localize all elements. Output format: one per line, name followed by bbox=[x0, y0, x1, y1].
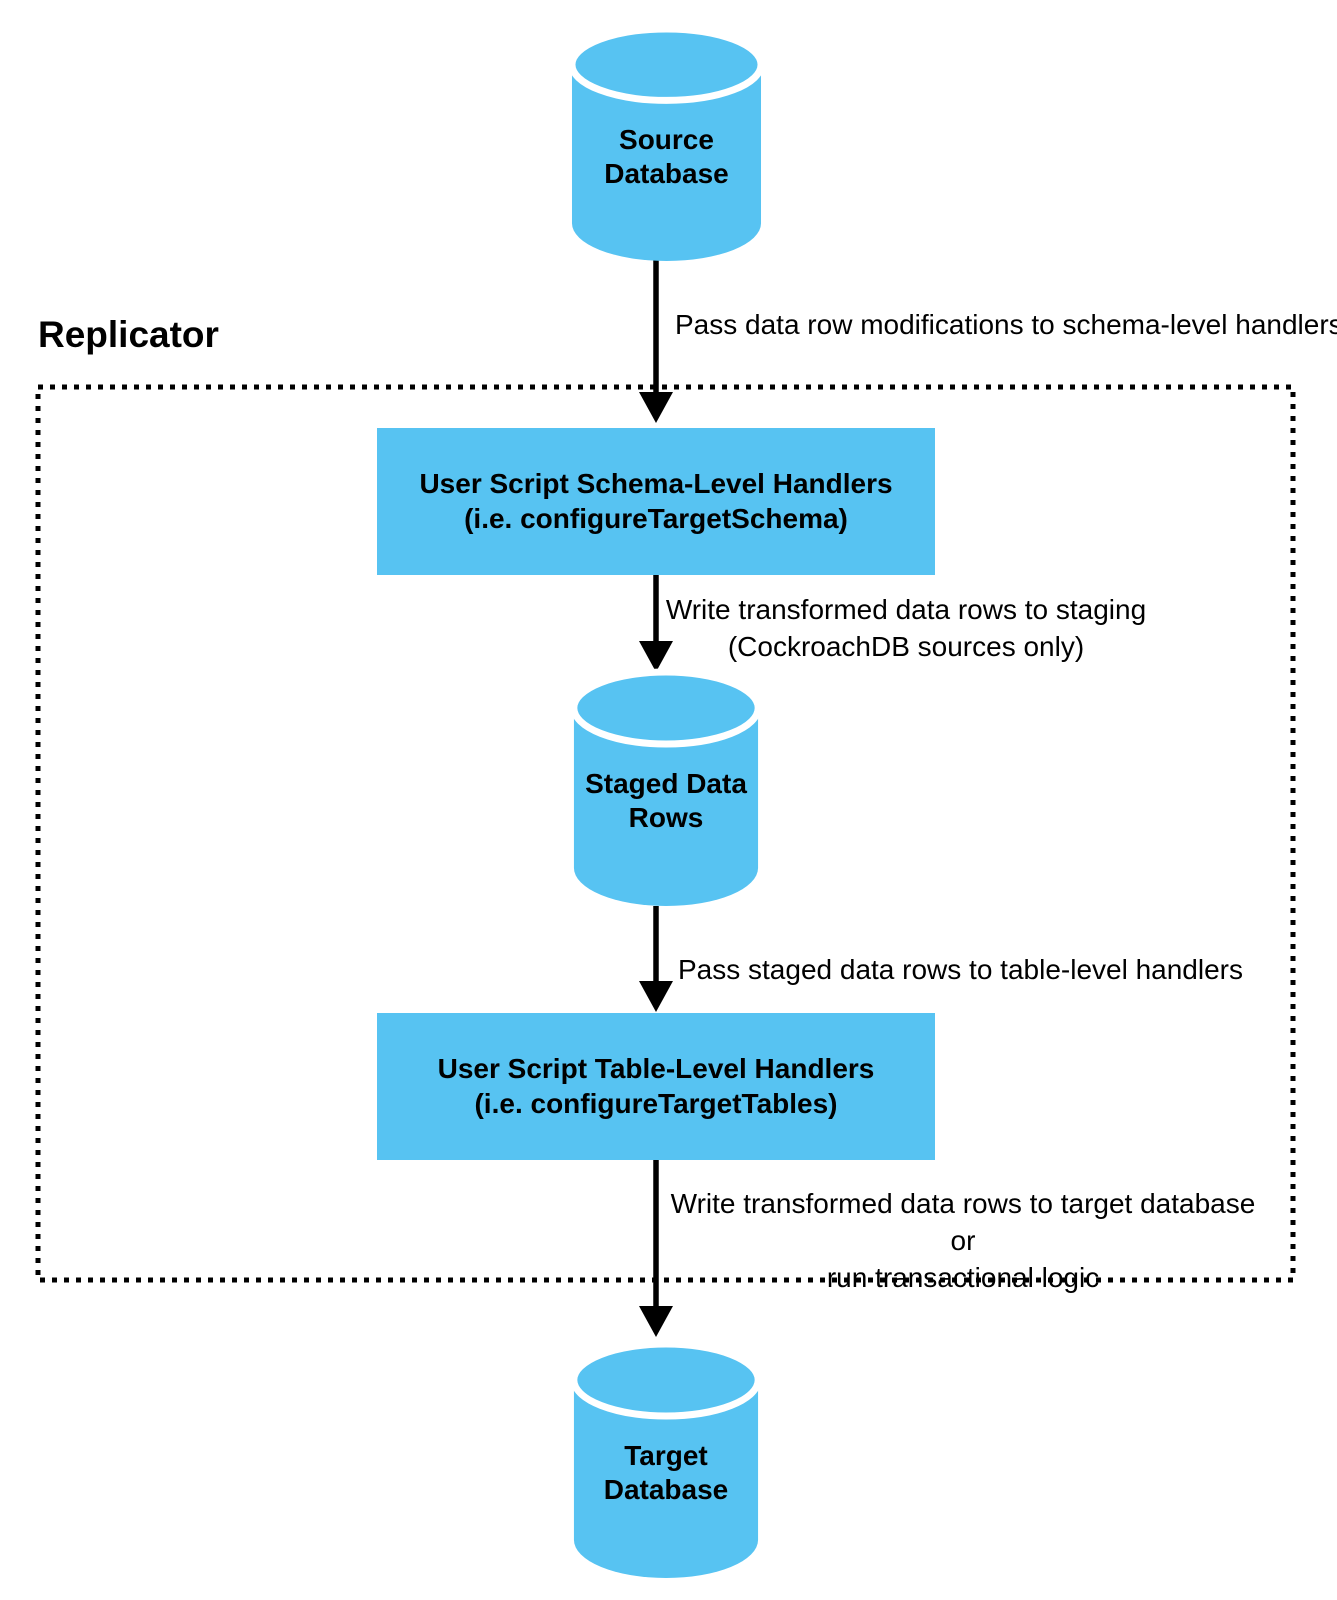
edge-label-to-staging-line2: (CockroachDB sources only) bbox=[727, 630, 1085, 662]
database-cylinder-icon bbox=[572, 668, 760, 906]
target-database-label: Target Database bbox=[572, 1340, 760, 1580]
arrow-source-to-schema-handlers bbox=[639, 258, 673, 423]
edge-label-to-staging-line1: Write transformed data rows to staging bbox=[665, 594, 1147, 625]
arrow-table-handlers-to-target bbox=[639, 1160, 673, 1337]
staged-data-rows-node: Staged Data Rows bbox=[572, 668, 760, 908]
source-database-label-line1: Source bbox=[619, 123, 714, 155]
edge-label-to-target-line2: run transactional logic bbox=[826, 1261, 1100, 1293]
table-handlers-label-line2: (i.e. configureTargetTables) bbox=[474, 1087, 838, 1119]
target-database-label-line2: Database bbox=[603, 1474, 729, 1505]
schema-handlers-label-line1: User Script Schema-Level Handlers bbox=[419, 468, 893, 500]
schema-handlers-label-line2: (i.e. configureTargetSchema) bbox=[464, 502, 848, 534]
edge-label-to-table-handlers: Pass staged data rows to table-level han… bbox=[678, 954, 1243, 985]
source-database-label: Source Database bbox=[570, 25, 763, 263]
replicator-boundary-box bbox=[35, 384, 1296, 1283]
table-handlers-label-line1: User Script Table-Level Handlers bbox=[437, 1053, 875, 1085]
edge-label-to-target: Write transformed data rows to target da… bbox=[663, 1186, 1263, 1297]
edge-label-to-target-line1: Write transformed data rows to target da… bbox=[670, 1188, 1256, 1256]
database-cylinder-icon bbox=[570, 25, 763, 262]
replicator-title: Replicator bbox=[38, 314, 219, 355]
staged-data-rows-label-line1: Staged Data bbox=[585, 767, 747, 799]
edge-label-to-schema-handlers: Pass data row modifications to schema-le… bbox=[675, 309, 1337, 340]
table-handlers-node: User Script Table-Level Handlers (i.e. c… bbox=[377, 1013, 935, 1160]
edge-label-to-staging: Write transformed data rows to staging (… bbox=[606, 592, 1206, 666]
arrow-schema-handlers-to-staging bbox=[639, 575, 673, 672]
database-cylinder-icon bbox=[572, 1340, 760, 1578]
target-database-label-line1: Target bbox=[624, 1439, 708, 1471]
target-database-node: Target Database bbox=[572, 1340, 760, 1580]
source-database-label-line2: Database bbox=[604, 158, 729, 189]
source-database-node: Source Database bbox=[570, 25, 763, 263]
arrow-staging-to-table-handlers bbox=[639, 906, 673, 1012]
staged-data-rows-label-line2: Rows bbox=[628, 802, 704, 833]
schema-handlers-node: User Script Schema-Level Handlers (i.e. … bbox=[377, 428, 935, 575]
staged-data-rows-label: Staged Data Rows bbox=[572, 668, 760, 908]
